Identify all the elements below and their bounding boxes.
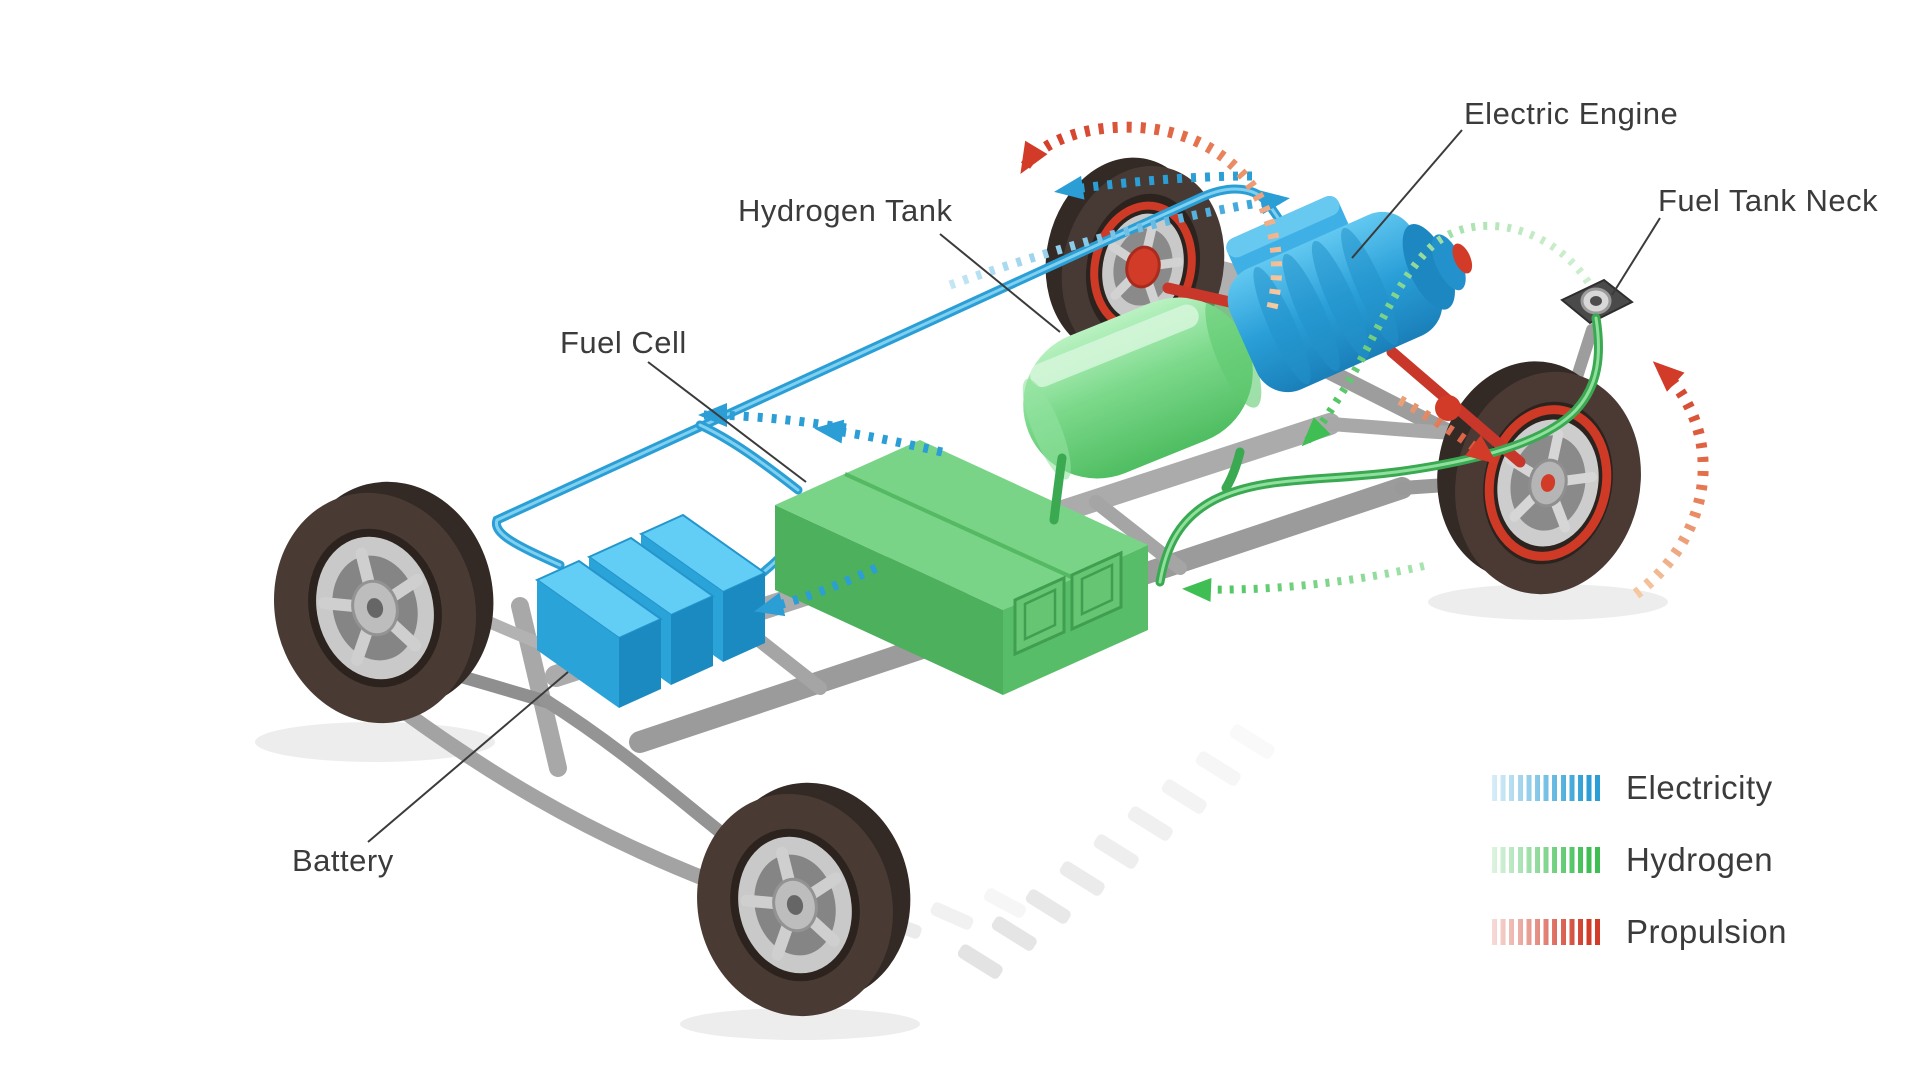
electricity-flow-fuelcell-2 bbox=[814, 419, 944, 457]
legend-item-propulsion: Propulsion bbox=[1492, 913, 1787, 950]
leader-battery bbox=[367, 671, 569, 843]
flow-arrows bbox=[698, 121, 1709, 617]
fuel-tank-neck-label: Fuel Tank Neck bbox=[1658, 183, 1879, 218]
electricity-flow-return bbox=[1054, 171, 1253, 200]
electric-engine-3d bbox=[1226, 195, 1473, 393]
legend-item-hydrogen: Hydrogen bbox=[1492, 841, 1787, 878]
propulsion-arc-front bbox=[1632, 361, 1709, 599]
legend-label-propulsion: Propulsion bbox=[1626, 913, 1787, 950]
tyre-trail bbox=[878, 724, 1275, 979]
electric-engine-label: Electric Engine bbox=[1464, 96, 1679, 131]
legend-label-electricity: Electricity bbox=[1626, 769, 1773, 806]
electricity-flow-to-battery bbox=[754, 563, 878, 617]
battery-label: Battery bbox=[292, 843, 394, 878]
leader-fuel-cell bbox=[647, 361, 807, 483]
leader-hydrogen-tank bbox=[939, 233, 1061, 333]
legend: Electricity Hydrogen Propulsion bbox=[1492, 769, 1787, 950]
propulsion-flow-axle bbox=[1397, 395, 1498, 465]
propulsion-swatch bbox=[1492, 919, 1604, 945]
hydrogen-tank-label: Hydrogen Tank bbox=[738, 193, 953, 228]
hydrogen-pipe-fuelcell-branch bbox=[1049, 453, 1067, 525]
hydrogen-tank-3d bbox=[1022, 295, 1262, 480]
leader-lines bbox=[367, 129, 1661, 843]
legend-item-electricity: Electricity bbox=[1492, 769, 1787, 806]
wheel-rear-left bbox=[273, 481, 494, 724]
leader-fuel-tank-neck bbox=[1611, 217, 1661, 296]
legend-label-hydrogen: Hydrogen bbox=[1626, 841, 1774, 878]
propulsion-arc-rear bbox=[1019, 121, 1282, 310]
hydrogen-swatch bbox=[1492, 847, 1604, 873]
fuel-cell-3d bbox=[775, 440, 1148, 695]
leader-electric-engine bbox=[1351, 129, 1463, 259]
wheel-front-right bbox=[1437, 361, 1641, 595]
hydrogen-pipes bbox=[1049, 313, 1604, 587]
electricity-flow-to-engine bbox=[948, 190, 1290, 290]
fuel-cell-label: Fuel Cell bbox=[560, 325, 687, 360]
hydrogen-flow-to-fuelcell bbox=[1182, 562, 1425, 602]
hydrogen-pipe-tank-branch bbox=[1221, 447, 1245, 493]
electricity-swatch bbox=[1492, 775, 1604, 801]
wheel-front-left bbox=[697, 782, 911, 1017]
battery-3d bbox=[534, 513, 768, 708]
